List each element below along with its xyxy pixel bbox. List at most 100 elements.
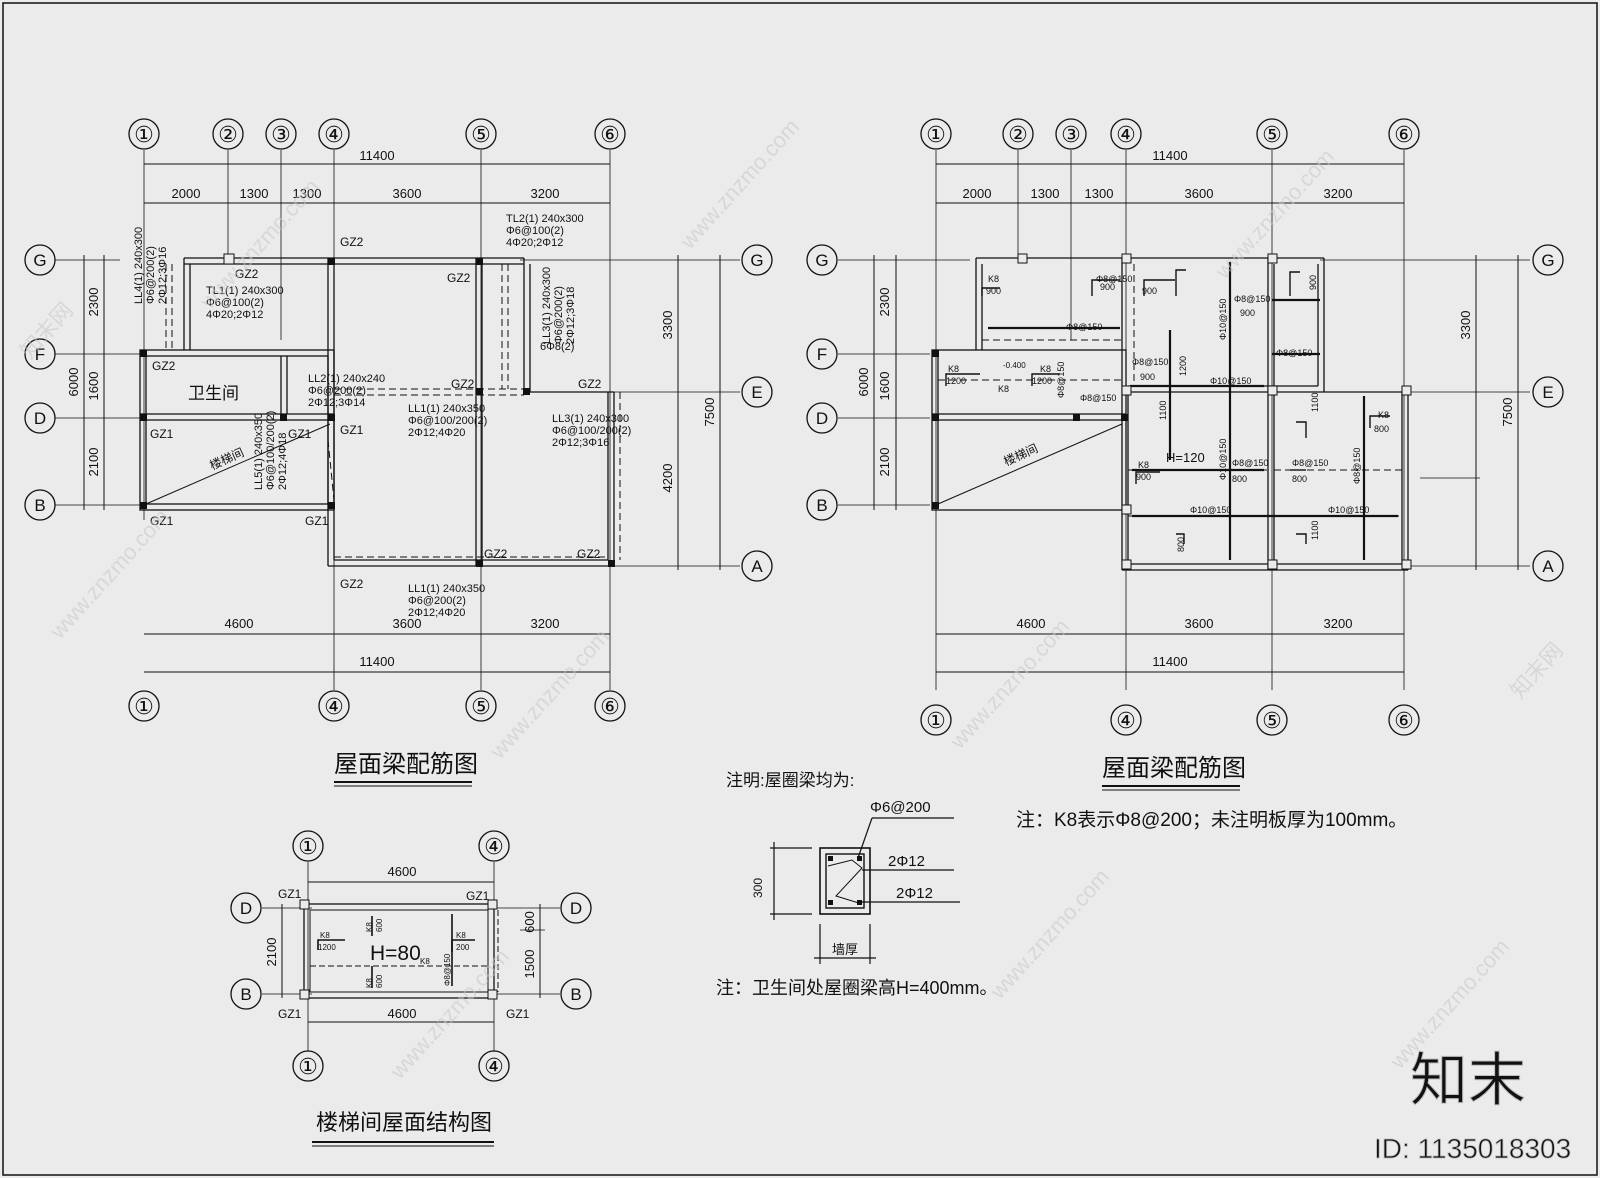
beam-label: 4Φ20;2Φ12 — [206, 309, 263, 321]
drawing-title: 屋面梁配筋图 — [334, 751, 478, 778]
ringbeam-height: 300 — [751, 878, 765, 898]
dim-text: 7500 — [702, 398, 717, 427]
dim-text: 6000 — [66, 368, 81, 397]
axis-bubbles-d2 — [806, 118, 1564, 736]
dim-text: 4200 — [660, 464, 675, 493]
slab-label: Φ8@150 — [1056, 362, 1066, 398]
beam-label: Φ6@100/200(2) — [265, 411, 277, 490]
dim-text: 11400 — [359, 148, 394, 163]
dim-text: 1300 — [1085, 186, 1114, 201]
slab-label: 1200 — [318, 943, 336, 952]
drawing-title: 屋面梁配筋图 — [1102, 755, 1246, 782]
gz-label: GZ2 — [578, 377, 602, 391]
beam-label: Φ6@200(2) — [145, 246, 157, 304]
slab-label: 900 — [1308, 275, 1318, 290]
axis-label: A — [751, 557, 763, 576]
beam-label: Φ6@100(2) — [506, 225, 564, 237]
dim-text: 2300 — [86, 288, 101, 317]
slab-label: K8 — [988, 274, 999, 284]
gz-label: GZ1 — [466, 889, 490, 903]
slab-label: Φ8@150 — [1234, 294, 1270, 304]
axis-label: ③ — [271, 122, 291, 147]
beam-label: 2Φ12;4Φ18 — [277, 433, 289, 490]
ringbeam-title: 注明:屋圈梁均为: — [726, 771, 854, 790]
slab-label: Φ10@150 — [1328, 505, 1369, 515]
axis-label: ① — [926, 122, 946, 147]
note-text: 注：K8表示Φ8@200；未注明板厚为100mm。 — [1016, 809, 1407, 831]
slab-label: 1200 — [946, 376, 966, 386]
slab-label: K8 — [1138, 460, 1149, 470]
roof-beam-plan-left — [55, 150, 740, 690]
axis-label: ④ — [484, 1054, 504, 1079]
dim-text: 1600 — [877, 372, 892, 401]
slab-label: 900 — [1240, 308, 1255, 318]
gz-label: GZ1 — [288, 427, 312, 441]
ringbeam-width: 墙厚 — [832, 942, 858, 957]
axis-bubbles-d1 — [24, 118, 773, 722]
brand-logo: 知末 — [1410, 1048, 1526, 1113]
beam-label: Φ6@100(2) — [206, 297, 264, 309]
beam-label: LL2(1) 240x240 — [308, 373, 385, 385]
dim-text: 3600 — [393, 186, 422, 201]
dim-text: 600 — [522, 911, 537, 933]
beam-label: LL5(1) 240x350 — [253, 413, 265, 490]
drawing-title: 楼梯间屋面结构图 — [316, 1110, 492, 1135]
slab-label: K8 — [365, 978, 374, 988]
gz-label: GZ2 — [451, 377, 475, 391]
dim-text: 3200 — [531, 616, 560, 631]
beam-label: 2Φ12;3Φ14 — [308, 397, 365, 409]
axis-label: ④ — [324, 694, 344, 719]
slab-label: 800 — [1292, 474, 1307, 484]
slab-label: 900 — [1140, 372, 1155, 382]
dim-text: 3600 — [1185, 186, 1214, 201]
axis-label: E — [751, 383, 762, 402]
slab-label: 900 — [986, 286, 1001, 296]
axis-label: ④ — [484, 834, 504, 859]
axis-label: B — [34, 496, 45, 515]
slab-label: 600 — [375, 918, 384, 932]
axis-label: ⑥ — [1394, 122, 1414, 147]
dim-text: 3300 — [1458, 311, 1473, 340]
gz-label: GZ1 — [150, 427, 174, 441]
axis-label: ② — [1008, 122, 1028, 147]
gz-label: GZ1 — [340, 423, 364, 437]
axis-label: ① — [134, 694, 154, 719]
axis-label: ⑥ — [600, 122, 620, 147]
axis-label: ⑤ — [471, 122, 491, 147]
slab-label: 800 — [1176, 537, 1186, 552]
beam-label: TL1(1) 240x300 — [206, 285, 284, 297]
slab-label: K8 — [365, 922, 374, 932]
dim-text: 4600 — [225, 616, 254, 631]
beam-label: LL1(1) 240x350 — [408, 583, 485, 595]
slab-label: -0.400 — [1003, 361, 1026, 370]
slab-label: Φ8@150 — [1276, 348, 1312, 358]
dim-text: 2100 — [877, 448, 892, 477]
axis-label: D — [240, 899, 252, 918]
slab-label: Φ10@150 — [1218, 299, 1228, 340]
slab-label: Φ8@150 — [1132, 357, 1168, 367]
gz-label: GZ2 — [340, 235, 364, 249]
roof-slab-plan-right — [838, 150, 1530, 690]
beam-label: LL3(1) 240x300 — [552, 413, 629, 425]
slab-label: Φ10@150 — [1218, 439, 1228, 480]
axis-label: F — [35, 345, 45, 364]
beam-label: 6Φ8(2) — [540, 341, 574, 353]
ringbeam-bottom-bars: 2Φ12 — [896, 885, 933, 902]
axis-label: G — [33, 251, 46, 270]
gz-label: GZ1 — [506, 1007, 530, 1021]
axis-label: G — [1541, 251, 1554, 270]
dim-text: 3200 — [531, 186, 560, 201]
dim-text: 3200 — [1324, 616, 1353, 631]
dim-text: 3300 — [660, 311, 675, 340]
room-label: 卫生间 — [188, 384, 239, 403]
gz-label: GZ1 — [278, 887, 302, 901]
beam-label: 4Φ20;2Φ12 — [506, 237, 563, 249]
axis-label: ② — [218, 122, 238, 147]
axis-bubbles-d3 — [230, 830, 592, 1082]
axis-label: B — [240, 985, 251, 1004]
beam-label: LL4(1) 240x300 — [133, 227, 145, 304]
beam-label: LL1(1) 240x350 — [408, 403, 485, 415]
beam-label: Φ6@100/200(2) — [408, 415, 487, 427]
slab-label: 1100 — [1310, 521, 1320, 540]
ring-beam-section — [770, 817, 960, 964]
